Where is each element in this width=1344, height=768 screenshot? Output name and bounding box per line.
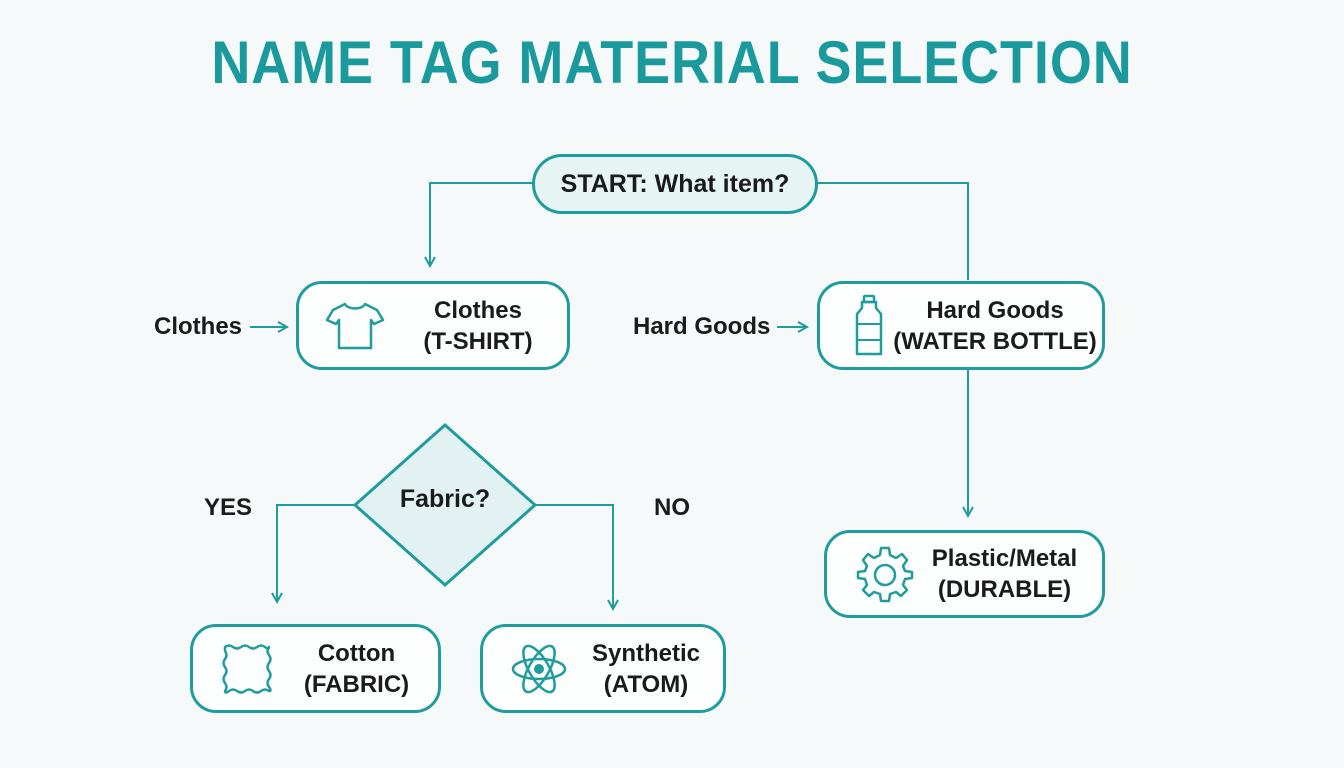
gear-icon — [855, 544, 915, 604]
hard-goods-node: Hard Goods (WATER BOTTLE) — [817, 281, 1105, 370]
start-node: START: What item? — [532, 154, 818, 214]
clothes-node: Clothes (T-SHIRT) — [296, 281, 570, 370]
connector-decision-to-cotton — [271, 504, 356, 605]
decision-diamond — [352, 422, 538, 588]
hard-goods-title: Hard Goods — [926, 296, 1064, 324]
yes-label: YES — [204, 494, 253, 521]
synthetic-subtitle: (ATOM) — [603, 670, 689, 698]
synthetic-node: Synthetic (ATOM) — [480, 624, 726, 713]
synthetic-title: Synthetic — [591, 639, 701, 667]
cotton-subtitle: (FABRIC) — [303, 670, 410, 698]
clothes-subtitle: (T-SHIRT) — [423, 327, 533, 355]
plastic-metal-title: Plastic/Metal — [931, 545, 1078, 572]
water-bottle-icon — [852, 294, 886, 358]
start-label: START: What item? — [560, 169, 790, 198]
connector-start-to-hard-goods — [817, 182, 969, 280]
no-label: NO — [654, 494, 690, 521]
t-shirt-icon — [325, 300, 385, 352]
plastic-metal-subtitle: (DURABLE) — [937, 576, 1072, 603]
plastic-metal-node: Plastic/Metal (DURABLE) — [824, 530, 1105, 618]
clothes-title: Clothes — [433, 296, 522, 324]
hard-goods-edge-label: Hard Goods — [633, 313, 771, 340]
clothes-edge-label: Clothes — [154, 313, 243, 340]
decision-label: Fabric? — [399, 485, 491, 513]
fabric-swatch-icon — [219, 641, 275, 697]
diagram-title: NAME TAG MATERIAL SELECTION — [211, 29, 1133, 96]
cotton-title: Cotton — [317, 639, 396, 667]
cotton-node: Cotton (FABRIC) — [190, 624, 441, 713]
atom-icon — [509, 639, 569, 699]
connector-start-to-clothes — [424, 182, 533, 269]
connector-decision-to-synthetic — [535, 504, 619, 612]
hard-goods-subtitle: (WATER BOTTLE) — [893, 327, 1097, 355]
